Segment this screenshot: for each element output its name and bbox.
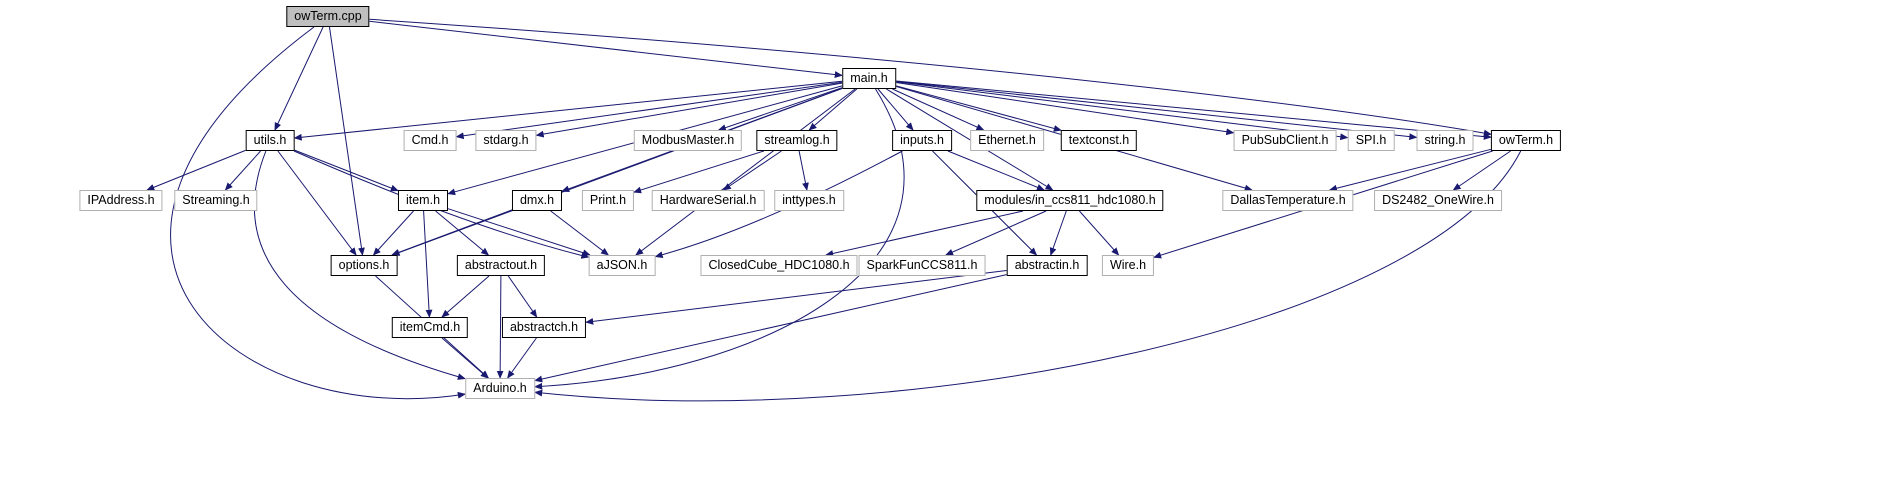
node-inttypes-h: inttypes.h	[774, 190, 844, 211]
include-edge	[423, 210, 433, 318]
node-sparkfunccs811-h: SparkFunCCS811.h	[858, 255, 986, 276]
include-edge	[798, 150, 809, 191]
node-modbusmaster-h: ModbusMaster.h	[633, 130, 743, 151]
include-edge	[534, 274, 1007, 383]
include-edge	[372, 210, 414, 256]
node-hardwareserial-h: HardwareSerial.h	[651, 190, 765, 211]
node-inputs-h[interactable]: inputs.h	[892, 130, 952, 151]
node-closedcube-hdc1080-h: ClosedCube_HDC1080.h	[700, 255, 858, 276]
node-owterm-h[interactable]: owTerm.h	[1490, 130, 1562, 151]
include-edge	[507, 337, 537, 379]
include-edge	[1452, 150, 1511, 191]
include-edge	[808, 88, 858, 131]
node-abstractch-h[interactable]: abstractch.h	[501, 317, 587, 338]
include-edge	[1328, 148, 1492, 192]
include-edge	[455, 81, 843, 140]
include-edge	[1049, 210, 1067, 256]
node-ipaddress-h: IPAddress.h	[79, 190, 163, 211]
include-edge	[146, 149, 246, 191]
include-edge	[170, 26, 466, 400]
node-modules-in-ccs811-hdc1080-h[interactable]: modules/in_ccs811_hdc1080.h	[976, 190, 1164, 211]
include-edge	[717, 87, 843, 131]
node-item-h[interactable]: item.h	[397, 190, 449, 211]
include-edge	[895, 82, 1235, 136]
include-edge	[886, 88, 1054, 191]
include-edge	[535, 82, 843, 138]
include-edge	[294, 149, 399, 192]
node-owterm-cpp: owTerm.cpp	[286, 6, 370, 27]
include-edge	[274, 26, 324, 131]
include-edge	[895, 81, 1349, 141]
node-ds2482-onewire-h: DS2482_OneWire.h	[1374, 190, 1502, 211]
include-edge	[224, 150, 261, 191]
node-dallastemperature-h: DallasTemperature.h	[1222, 190, 1354, 211]
include-edge	[441, 275, 490, 318]
node-stdarg-h: stdarg.h	[475, 130, 537, 151]
include-edge	[654, 150, 903, 259]
include-edge	[892, 88, 985, 131]
node-abstractin-h[interactable]: abstractin.h	[1006, 255, 1088, 276]
include-edge	[391, 209, 513, 256]
include-edge	[633, 150, 765, 194]
include-edge	[945, 210, 1047, 256]
node-utils-h[interactable]: utils.h	[245, 130, 295, 151]
node-dmx-h[interactable]: dmx.h	[511, 190, 563, 211]
include-edge	[293, 80, 843, 141]
include-edge	[585, 270, 1007, 325]
include-edge	[895, 80, 1418, 141]
node-wire-h: Wire.h	[1101, 255, 1155, 276]
node-print-h: Print.h	[581, 190, 635, 211]
node-abstractout-h[interactable]: abstractout.h	[456, 255, 546, 276]
include-edge	[1079, 210, 1120, 256]
include-edge	[895, 85, 1062, 132]
include-edge	[447, 208, 591, 257]
node-spi-h: SPI.h	[1347, 130, 1395, 151]
include-edge	[507, 275, 538, 318]
include-edge	[947, 150, 1045, 191]
node-textconst-h[interactable]: textconst.h	[1060, 130, 1138, 151]
node-itemcmd-h[interactable]: itemCmd.h	[391, 317, 469, 338]
node-cmd-h: Cmd.h	[403, 130, 457, 151]
node-arduino-h: Arduino.h	[465, 378, 535, 399]
include-edge	[435, 210, 490, 256]
include-edge	[722, 150, 782, 191]
node-streaming-h: Streaming.h	[174, 190, 258, 211]
include-edge	[534, 88, 905, 390]
node-ethernet-h: Ethernet.h	[970, 130, 1044, 151]
include-edge	[534, 150, 1522, 402]
include-edge	[369, 18, 1492, 137]
include-edge	[277, 150, 357, 256]
node-main-h[interactable]: main.h	[842, 68, 896, 89]
include-edge	[877, 88, 914, 131]
include-edge	[369, 20, 843, 78]
node-ajson-h: aJSON.h	[588, 255, 656, 276]
include-edge	[895, 80, 1492, 140]
include-edge	[635, 88, 856, 256]
node-streamlog-h[interactable]: streamlog.h	[756, 130, 838, 151]
include-edge	[825, 210, 1024, 257]
include-edge	[329, 26, 365, 256]
include-edge	[496, 275, 504, 379]
include-edge	[550, 210, 610, 256]
node-pubsubclient-h: PubSubClient.h	[1233, 130, 1337, 151]
include-edge	[391, 88, 843, 256]
include-edge	[293, 150, 590, 259]
node-string-h: string.h	[1416, 130, 1474, 151]
node-options-h[interactable]: options.h	[330, 255, 398, 276]
